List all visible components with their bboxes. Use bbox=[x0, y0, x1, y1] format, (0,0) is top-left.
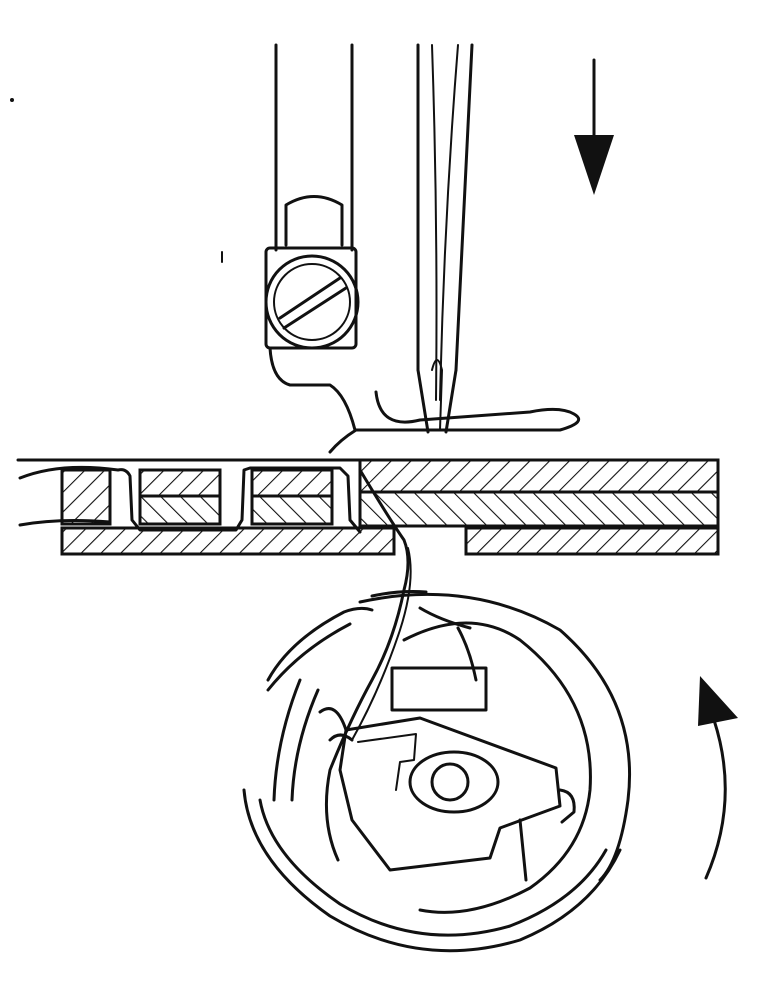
needle-icon bbox=[416, 43, 474, 434]
needle-down-arrow bbox=[574, 58, 614, 195]
hook-rotation-arrow bbox=[698, 676, 738, 880]
fabric-layers-icon bbox=[16, 458, 720, 556]
bobbin-case-icon bbox=[318, 666, 576, 882]
rotary-hook-icon bbox=[242, 590, 632, 953]
thread-icon bbox=[18, 465, 412, 862]
screw-icon bbox=[264, 254, 360, 350]
